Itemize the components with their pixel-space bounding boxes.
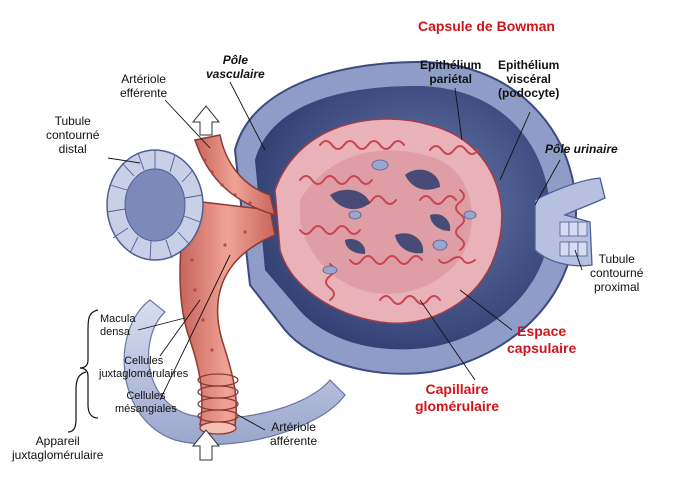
cellules-mesangiales-label: Cellules mésangiales — [115, 390, 177, 415]
macula-densa-label: Macula densa — [100, 313, 136, 338]
capillaire-glomerulaire-label: Capillaire glomérulaire — [415, 381, 500, 414]
distal-tubule — [106, 149, 204, 261]
espace-capsulaire-label: Espace capsulaire — [507, 323, 577, 356]
capsule-bowman-label: Capsule de Bowman — [418, 18, 555, 34]
flow-arrow-in — [191, 429, 221, 461]
tubule-proximal-label: Tubule contourné proximal — [590, 252, 644, 294]
afferent-arteriole — [179, 199, 276, 426]
flow-arrow-out — [191, 105, 221, 136]
background-tubule — [123, 299, 346, 446]
cellules-juxta-label: Cellules juxtaglomérulaires — [99, 355, 189, 380]
afferent-arteriole-opening — [199, 421, 237, 435]
leader-lines — [107, 81, 583, 431]
epithelium-visceral-label: Epithélium viscéral (podocyte) — [498, 58, 560, 100]
appareil-juxta-label: Appareil juxtaglomérulaire — [12, 434, 104, 462]
proximal-tubule-cells — [559, 221, 588, 257]
epithelium-parietal-label: Epithélium pariétal — [420, 58, 482, 86]
afferent-arteriole-coils — [197, 373, 239, 423]
arteriole-afferente-label: Artériole afférente — [270, 420, 318, 448]
tubule-distal-label: Tubule contourné distal — [46, 114, 100, 156]
pole-urinaire-label: Pôle urinaire — [545, 142, 618, 156]
distal-tubule-cells — [106, 150, 203, 261]
pole-vasculaire-label: Pôle vasculaire — [206, 53, 265, 81]
glomerular-tuft — [274, 118, 503, 324]
efferent-arteriole — [194, 134, 277, 217]
juxtaglomerular-bracket — [67, 309, 99, 433]
arteriole-efferente-label: Artériole efférente — [120, 72, 168, 100]
